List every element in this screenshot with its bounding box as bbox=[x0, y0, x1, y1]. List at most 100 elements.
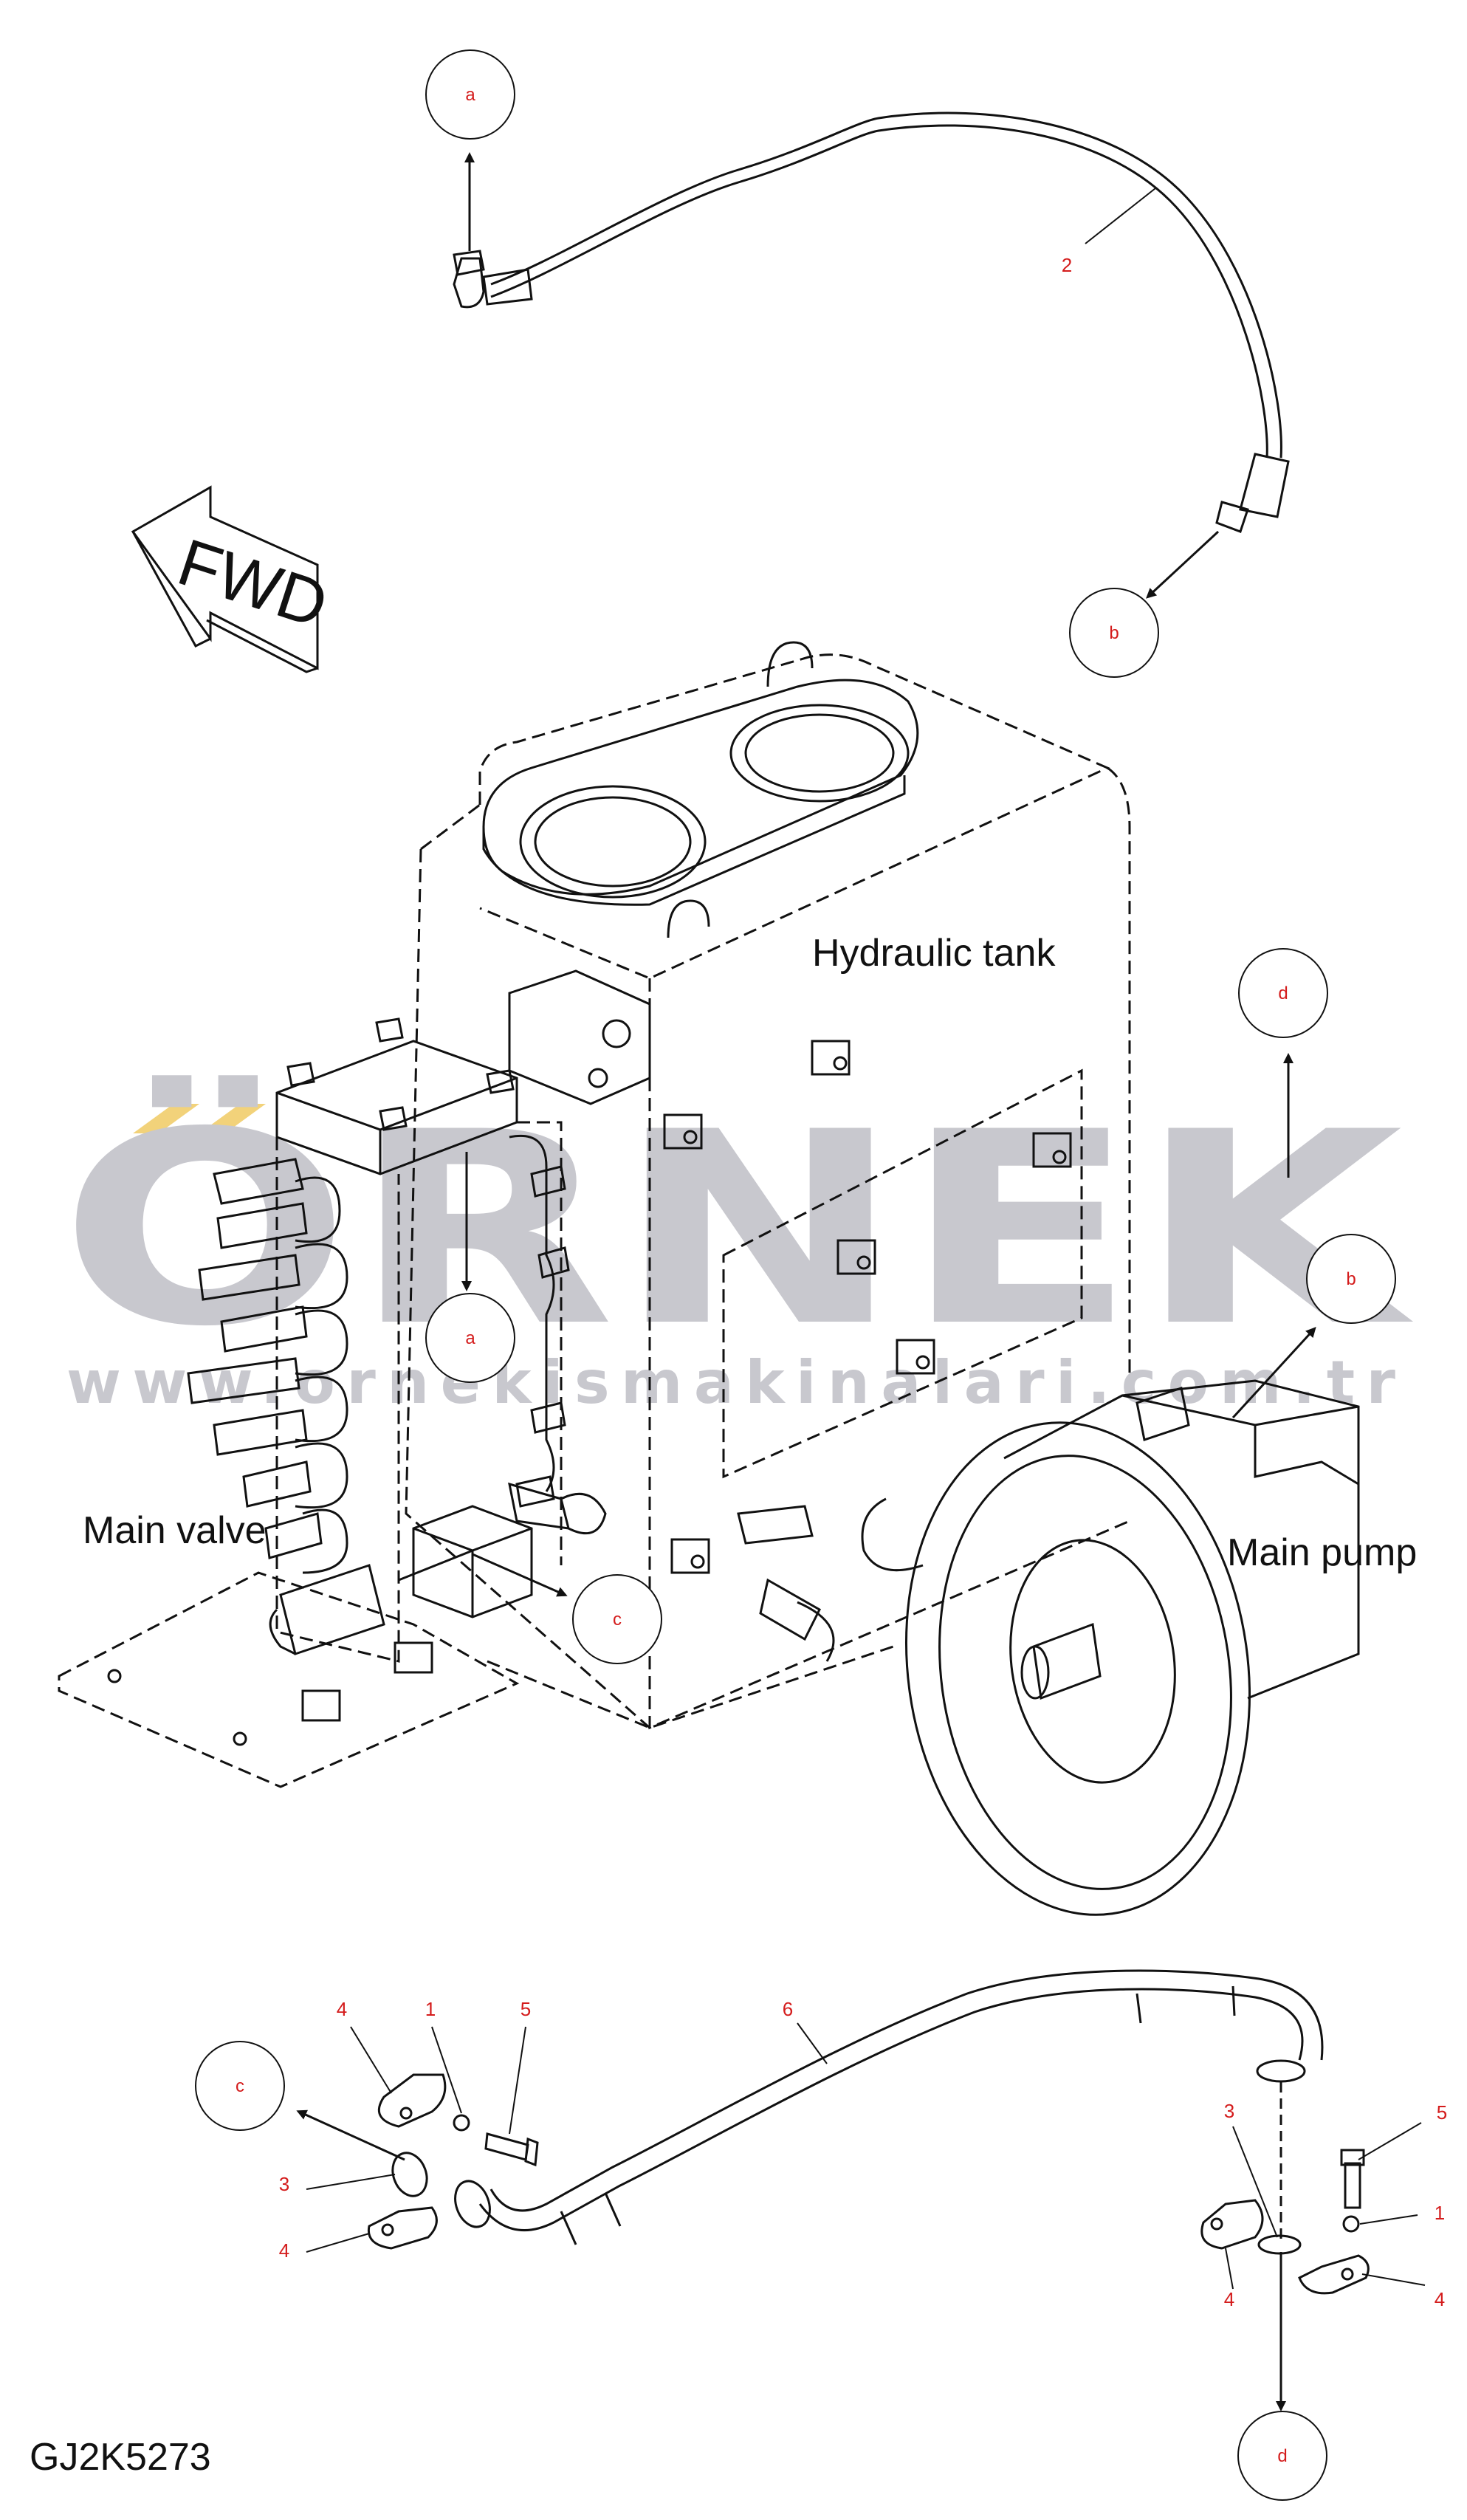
pump-hub bbox=[1009, 1539, 1176, 1784]
leader-right-oring bbox=[1232, 2126, 1278, 2238]
main-pump bbox=[737, 1379, 1360, 1916]
arrow-to-c-valve bbox=[472, 1553, 568, 1597]
watermark-accent-right bbox=[199, 1104, 266, 1133]
right-clamp-left-hole bbox=[1210, 2217, 1223, 2231]
fwd-arrow: FWD bbox=[131, 485, 336, 673]
tank-port-left bbox=[519, 785, 707, 899]
tank-boss-hole bbox=[683, 1130, 698, 1144]
main-valve bbox=[58, 969, 651, 1788]
left-clamp-bottom bbox=[367, 2206, 438, 2250]
valve-right-fitting-bolts bbox=[515, 1165, 570, 1508]
left-bolt bbox=[484, 2132, 539, 2167]
lower-hose-joint-left bbox=[560, 2192, 622, 2245]
right-clamp-right bbox=[1298, 2254, 1370, 2295]
part-number-right-oring: 3 bbox=[1224, 2100, 1234, 2122]
callout-b-top-text: b bbox=[1109, 623, 1119, 643]
part-numbers: 2 6 4 1 5 3 4 3 5 1 4 4 bbox=[279, 254, 1447, 2310]
valve-bottom-block bbox=[412, 1505, 533, 1618]
leader-right-washer bbox=[1359, 2214, 1418, 2225]
left-clamp-top-hole bbox=[399, 2107, 413, 2120]
upper-fitting-nut bbox=[453, 250, 485, 276]
leader-right-bolt bbox=[1358, 2122, 1422, 2160]
lower-hose-flange-right bbox=[1256, 2059, 1306, 2083]
arrow-to-b-top bbox=[1146, 530, 1220, 599]
callout-d-right-text: d bbox=[1278, 983, 1288, 1003]
callout-c-valve: c bbox=[572, 1574, 662, 1664]
callout-c-bottom: c bbox=[195, 2041, 285, 2131]
tank-plate-edge bbox=[482, 775, 906, 906]
tank-lift-hook-top bbox=[766, 641, 814, 687]
tank-top-outline bbox=[478, 653, 1110, 980]
part-number-right-clamp-right: 4 bbox=[1435, 2288, 1445, 2310]
tank-boss bbox=[670, 1538, 710, 1574]
tank-boss bbox=[896, 1339, 935, 1375]
left-oring bbox=[391, 2152, 428, 2197]
upper-fitting-elbow bbox=[453, 257, 485, 309]
left-washer bbox=[453, 2114, 470, 2132]
fwd-label: FWD bbox=[169, 526, 336, 642]
tank-boss-hole bbox=[833, 1056, 848, 1071]
callout-b-pump: b bbox=[1306, 1234, 1396, 1324]
pump-left-boss bbox=[861, 1497, 924, 1572]
leader-left-washer bbox=[431, 2026, 462, 2114]
watermark-accent-left bbox=[133, 1104, 199, 1133]
valve-to-tank-line bbox=[398, 1549, 473, 1582]
callout-a-valve-text: a bbox=[465, 1328, 475, 1348]
valve-mount-boss bbox=[301, 1689, 341, 1722]
tank-base bbox=[487, 1645, 894, 1729]
lower-hose bbox=[367, 1969, 1370, 2295]
callout-b-top: b bbox=[1069, 588, 1159, 678]
watermark-brand: ÖRNEK bbox=[59, 1073, 1415, 1385]
valve-outlet-pipe bbox=[279, 1564, 385, 1655]
watermark: ÖRNEK www.ornekismakinalari.com.tr bbox=[59, 1073, 1415, 1418]
tank-top-plate bbox=[482, 641, 919, 938]
left-clamp-bottom-hole bbox=[381, 2223, 394, 2236]
leader-left-clamp-top bbox=[350, 2026, 392, 2094]
callout-a-top-text: a bbox=[465, 85, 475, 105]
tank-boss bbox=[811, 1040, 851, 1076]
tank-bosses bbox=[663, 1040, 1072, 1574]
valve-connector bbox=[508, 1482, 607, 1535]
tank-boss bbox=[663, 1113, 703, 1150]
valve-manifold-port bbox=[588, 1068, 608, 1088]
tank-right-face bbox=[1107, 766, 1131, 1373]
callout-d-right: d bbox=[1238, 948, 1328, 1038]
hydraulic-tank bbox=[405, 653, 1131, 1730]
valve-mount-plate bbox=[58, 1571, 520, 1788]
valve-top-block-edge bbox=[276, 1077, 518, 1174]
left-clamp-top bbox=[377, 2073, 447, 2128]
lower-hose-joint-right bbox=[1136, 1985, 1236, 2024]
leader-part-6 bbox=[797, 2022, 828, 2064]
valve-sections bbox=[295, 1176, 348, 1574]
pump-outlet-fitting bbox=[759, 1578, 835, 1662]
tank-boss-hole bbox=[1052, 1150, 1067, 1164]
fwd-arrow-depth bbox=[131, 531, 318, 673]
part-number-hose-lower: 6 bbox=[783, 1998, 793, 2020]
part-number-left-clamp-top: 4 bbox=[337, 1998, 347, 2020]
upper-hose-body-inner bbox=[490, 124, 1268, 459]
upper-fitting-ferrule bbox=[482, 268, 533, 306]
lower-hose-body bbox=[478, 1988, 1304, 2232]
callout-c-valve-text: c bbox=[613, 1610, 622, 1630]
tank-inner-panel bbox=[722, 1068, 1083, 1479]
watermark-url: www.ornekismakinalari.com.tr bbox=[66, 1348, 1396, 1417]
leader-left-oring bbox=[306, 2174, 396, 2190]
callout-c-bottom-text: c bbox=[236, 2076, 244, 2096]
callout-d-bottom-text: d bbox=[1277, 2446, 1287, 2466]
component-labels: Hydraulic tank Main valve Main pump GJ2K… bbox=[30, 932, 1417, 2479]
tank-port-right bbox=[729, 704, 910, 803]
right-oring bbox=[1257, 2234, 1302, 2255]
pump-housing bbox=[1003, 1379, 1360, 1700]
upper-hose bbox=[453, 111, 1290, 533]
label-main-valve: Main valve bbox=[83, 1509, 267, 1552]
pump-inlet bbox=[1136, 1387, 1190, 1441]
pump-shaft bbox=[1032, 1622, 1102, 1700]
part-number-right-washer: 1 bbox=[1435, 2202, 1445, 2224]
tank-boss-hole bbox=[856, 1255, 871, 1270]
right-clamp-right-hole bbox=[1341, 2267, 1354, 2281]
part-number-right-bolt: 5 bbox=[1437, 2101, 1447, 2124]
valve-mount-hole bbox=[107, 1669, 122, 1683]
callout-d-bottom: d bbox=[1237, 2411, 1327, 2501]
valve-mount-hole bbox=[233, 1731, 247, 1746]
tank-boss bbox=[836, 1239, 876, 1275]
